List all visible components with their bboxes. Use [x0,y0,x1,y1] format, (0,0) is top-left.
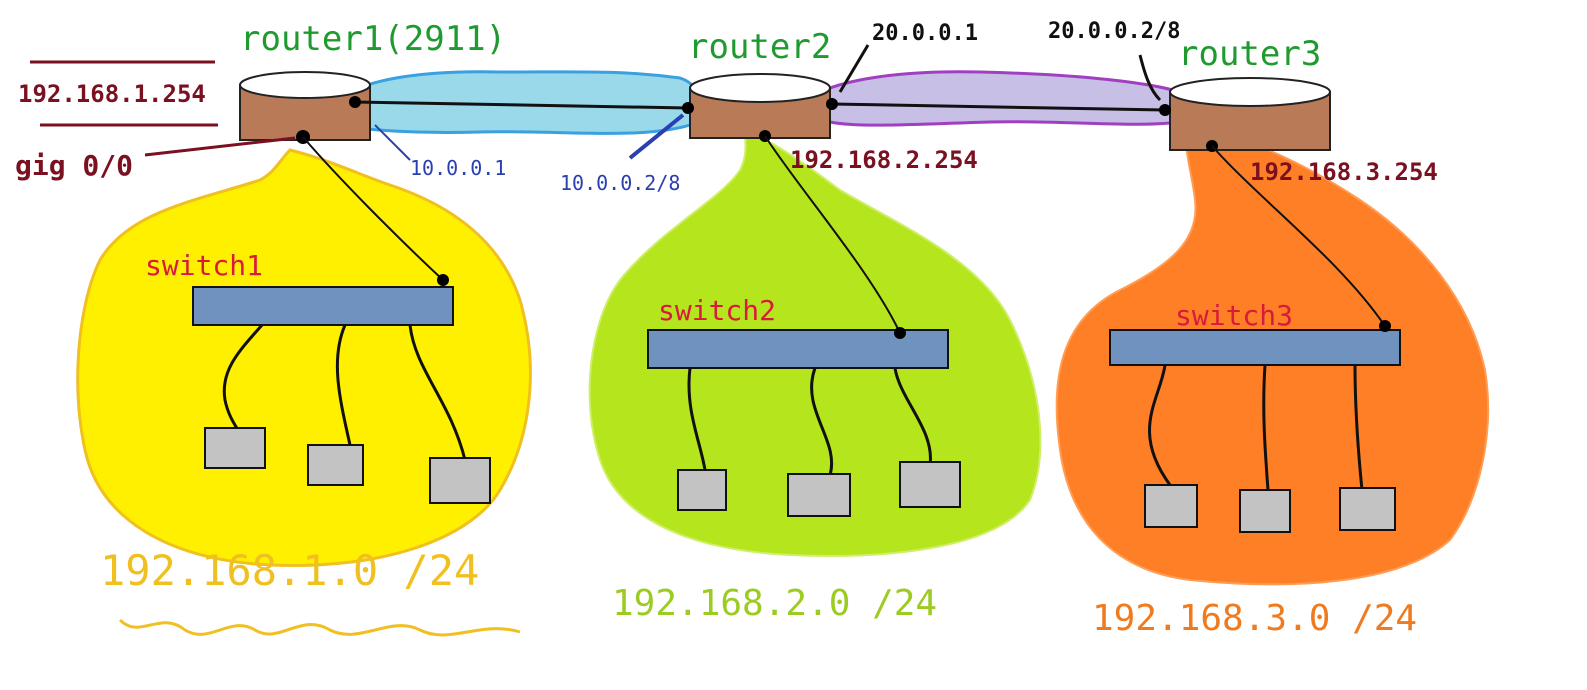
r2-wan-ip-b-label: 20.0.0.1 [872,21,978,46]
router3-label: router3 [1178,34,1321,74]
host-cable [893,367,932,466]
host-cable [1353,364,1364,491]
host-pc[interactable] [899,461,961,508]
r3-wan-ip-label: 20.0.0.2/8 [1048,19,1180,44]
host-cable [1262,364,1270,491]
arrow-icon [1138,54,1162,102]
r1-wan-ip-label: 10.0.0.1 [410,156,506,180]
router2[interactable] [689,73,831,139]
switch2-label: switch2 [658,294,776,327]
host-pc[interactable] [204,427,266,469]
cable-r1-s1 [302,136,444,281]
cable-r3-s3 [1211,145,1386,327]
switch3-label: switch3 [1175,299,1293,332]
host-pc[interactable] [1339,487,1396,531]
router1[interactable] [239,71,371,141]
network1-label: 192.168.1.0 /24 [100,546,479,595]
host-cable [408,324,467,461]
switch1[interactable] [192,274,454,326]
r1-wan-port [349,96,361,108]
r3-wan-port [1159,104,1171,116]
network2-label: 192.168.2.0 /24 [612,583,937,624]
wan-line-1 [354,100,689,110]
arrow-icon [628,113,685,160]
r1-gig-label: gig 0/0 [15,149,133,182]
host-cable [1148,364,1172,486]
arrow-icon [374,124,411,161]
host-pc[interactable] [1144,484,1198,528]
switch1-label: switch1 [145,249,263,282]
host-cable [335,324,352,446]
arrow-icon [838,44,870,93]
router2-label: router2 [688,27,831,67]
host-pc[interactable] [677,469,727,511]
host-pc[interactable] [1239,489,1291,533]
r2-wan-port-a [682,102,694,114]
wan-link-2-area [808,70,1193,127]
host-pc[interactable] [429,457,491,504]
wan-line-2 [831,102,1166,112]
label-bracket [30,60,218,127]
r1-lan-ip-label: 192.168.1.254 [18,80,206,108]
host-cable [810,367,834,476]
switch3[interactable] [1109,320,1401,366]
switch2[interactable] [647,327,949,369]
network3-label: 192.168.3.0 /24 [1092,598,1417,639]
router3[interactable] [1169,77,1331,151]
r3-lan-ip-label: 192.168.3.254 [1250,158,1438,186]
router1-label: router1(2911) [240,19,506,59]
host-cable [222,324,264,431]
r2-wan-port-b [826,98,838,110]
host-pc[interactable] [307,444,364,486]
arrow-icon [144,136,296,157]
host-cable [687,367,707,471]
underline-squiggle [118,618,521,637]
cable-r2-s2 [764,135,901,334]
host-pc[interactable] [787,473,851,517]
r2-wan-ip-a-label: 10.0.0.2/8 [560,171,680,195]
r2-lan-ip-label: 192.168.2.254 [790,146,978,174]
lan1-area [76,148,532,568]
